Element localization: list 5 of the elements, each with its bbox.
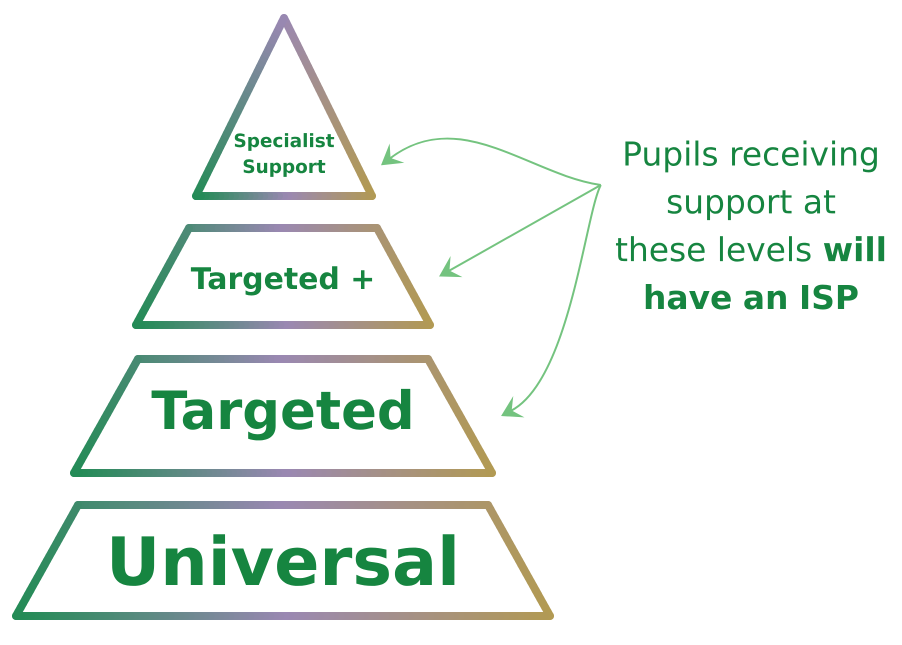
- annotation-text: Pupils receiving support at these levels will have an ISP: [616, 140, 884, 310]
- trapezoid-box: Universal: [12, 500, 554, 620]
- trapezoid-box: Targeted: [70, 354, 496, 477]
- trapezoid-box: Targeted +: [132, 224, 434, 329]
- triangle-box: Specialist Support: [192, 14, 376, 200]
